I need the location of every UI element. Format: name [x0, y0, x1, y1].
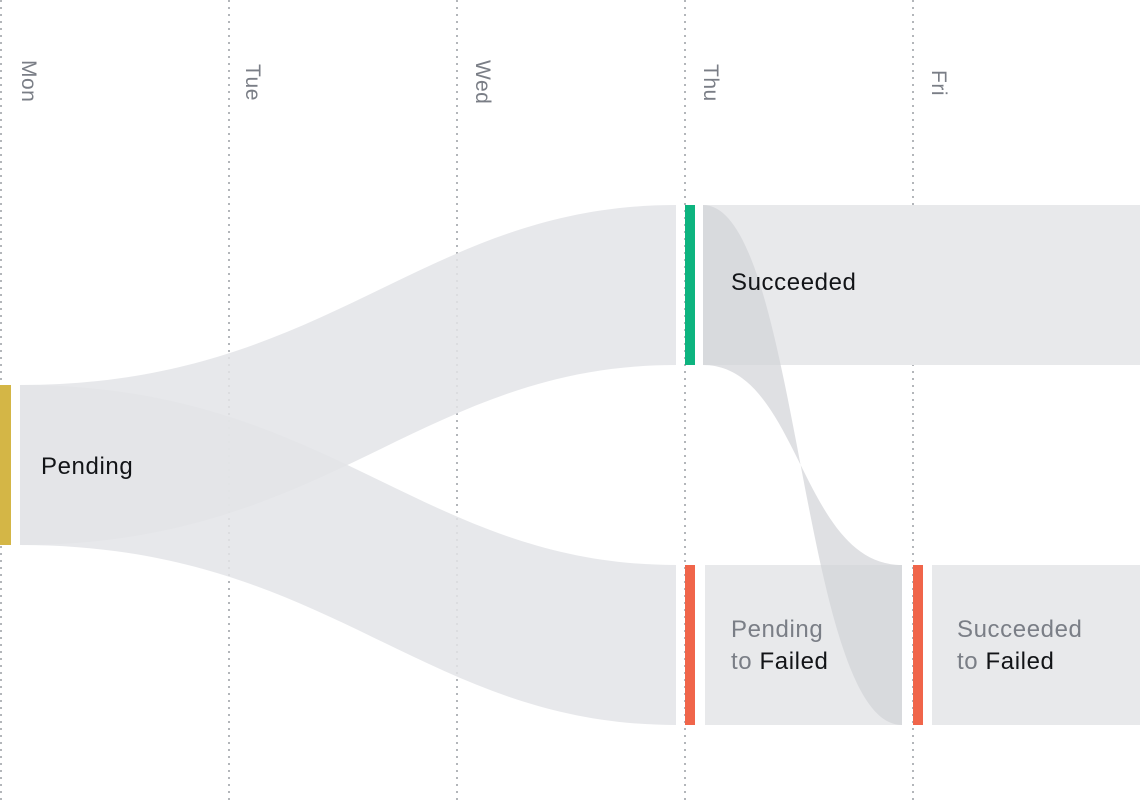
state-label-pending: Pending — [41, 451, 133, 483]
succeeded-label: Succeeded — [731, 269, 857, 296]
pending-label: Pending — [41, 453, 134, 480]
day-labels: Mon Tue Wed Thu Fri — [17, 60, 950, 104]
pending-to-failed-to-word: to — [731, 648, 753, 675]
succeeded-to-failed-from: Succeeded — [957, 616, 1083, 643]
day-label-thu: Thu — [699, 64, 722, 102]
flow-pending-to-failed — [20, 385, 676, 725]
state-label-succeeded: Succeeded — [731, 267, 857, 299]
marker-succeeded-to-failed — [913, 565, 923, 725]
succeeded-to-failed-to-word: to — [957, 648, 979, 675]
band-succeeded-to-failed — [932, 565, 1140, 725]
marker-pending — [0, 385, 11, 545]
flow-bands — [20, 205, 1140, 725]
band-succeeded — [703, 205, 1140, 365]
pending-to-failed-to: Failed — [759, 648, 829, 675]
flow-succeeded-to-failed — [703, 205, 902, 725]
marker-succeeded — [685, 205, 695, 365]
day-label-fri: Fri — [927, 70, 950, 96]
day-label-wed: Wed — [471, 60, 494, 104]
day-label-tue: Tue — [241, 64, 264, 101]
pending-to-failed-from: Pending — [731, 616, 824, 643]
day-label-mon: Mon — [17, 60, 40, 102]
state-markers — [0, 205, 923, 725]
succeeded-to-failed-to: Failed — [985, 648, 1055, 675]
state-label-succeeded-to-failed: Succeeded to Failed — [957, 614, 1083, 678]
state-label-pending-to-failed: Pending to Failed — [731, 614, 828, 678]
marker-pending-to-failed — [685, 565, 695, 725]
